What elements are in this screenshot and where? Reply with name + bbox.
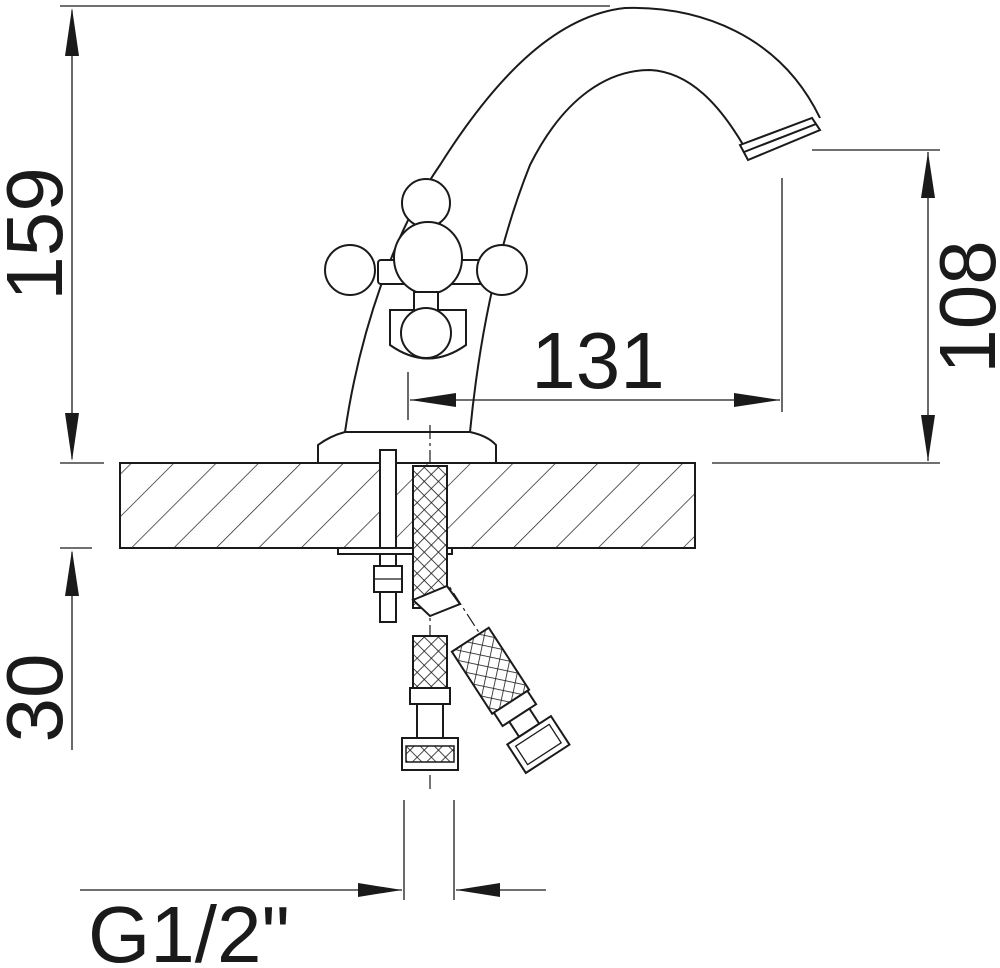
dimension-label-108: 108	[923, 240, 1000, 373]
arrow-right-icon	[734, 393, 780, 407]
handle-knob-left	[324, 244, 376, 296]
dimension-label-159: 159	[0, 167, 79, 300]
dimension-spout-reach: 131	[407, 178, 783, 420]
hose-nut	[505, 714, 571, 775]
arrow-left-icon	[410, 393, 456, 407]
hose-nut-thread	[405, 745, 455, 763]
cross-handle	[324, 178, 528, 360]
faucet-body	[317, 6, 822, 464]
flexible-hose-vertical	[411, 465, 462, 618]
hose-neck	[416, 703, 444, 739]
dimension-label-thread: G1/2"	[88, 890, 290, 968]
handle-knob-right	[476, 244, 528, 296]
faucet-base	[317, 431, 497, 464]
mounting-stud	[379, 449, 397, 623]
arrow-up-icon	[921, 152, 935, 198]
spout-outer-edge	[344, 6, 821, 433]
spout-inner-edge	[469, 68, 746, 433]
flexible-hose-lower	[401, 635, 459, 771]
dimension-spout-height: 108	[712, 149, 1000, 464]
handle-knob-top	[401, 178, 451, 228]
arrow-down-icon	[921, 415, 935, 461]
dimension-label-30: 30	[0, 654, 79, 743]
dimension-below-counter: 30	[0, 547, 92, 750]
flexible-hose-angled	[450, 626, 571, 775]
hose-ferrule	[409, 687, 451, 705]
arrow-left-icon	[456, 883, 500, 897]
hose-braid	[412, 465, 448, 609]
countertop-section	[119, 462, 696, 549]
mounting-washer	[337, 547, 453, 555]
dimension-total-height: 159	[0, 5, 610, 464]
countertop-hatched	[119, 462, 696, 549]
hose-nut-thread	[514, 723, 563, 766]
arrow-up-icon	[65, 8, 79, 56]
handle-hub	[393, 221, 463, 295]
arrow-right-icon	[358, 883, 402, 897]
hose-braid	[412, 635, 448, 689]
arrow-up-icon	[65, 550, 79, 596]
mounting-hardware	[337, 449, 453, 623]
handle-knob-bottom	[400, 307, 452, 359]
dimension-label-131: 131	[531, 316, 664, 405]
dimension-connection-thread: G1/2"	[80, 800, 546, 968]
hose-bend	[411, 584, 462, 618]
arrow-down-icon	[65, 413, 79, 461]
aerator-ring	[743, 123, 817, 153]
